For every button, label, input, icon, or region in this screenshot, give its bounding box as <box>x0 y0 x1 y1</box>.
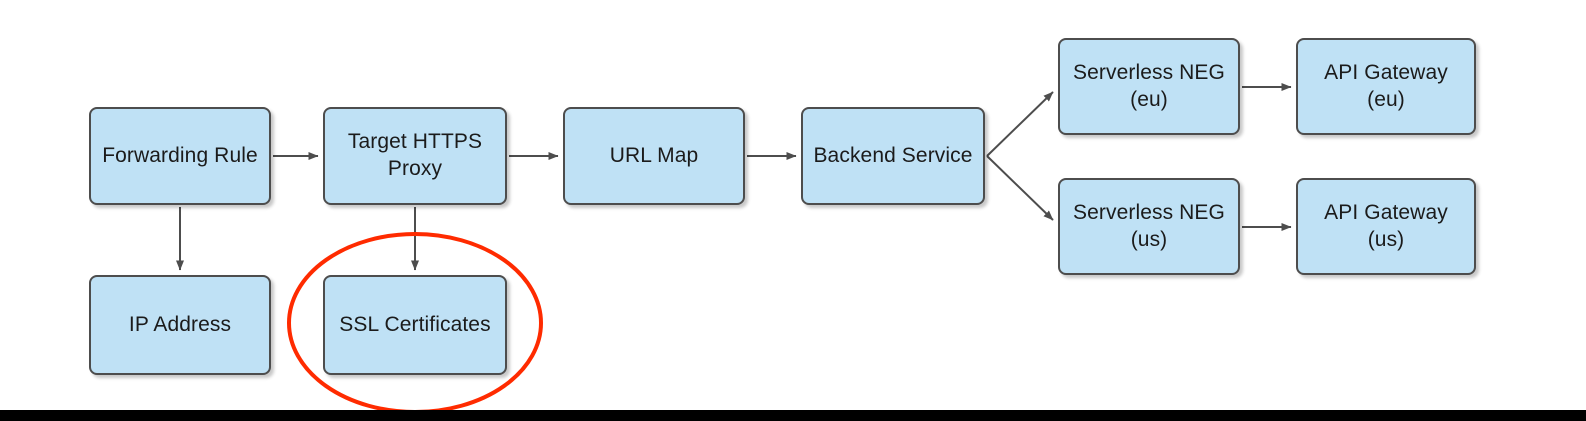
edge-backend-to-neg-us <box>986 155 1054 221</box>
node-label: SSL Certificates <box>339 312 491 336</box>
node-ip-address[interactable]: IP Address <box>89 275 271 375</box>
node-forwarding-rule[interactable]: Forwarding Rule <box>89 107 271 205</box>
node-label: API Gateway (eu) <box>1324 60 1448 111</box>
node-label: Serverless NEG (us) <box>1073 200 1225 251</box>
node-label: API Gateway (us) <box>1324 200 1448 251</box>
node-backend-service[interactable]: Backend Service <box>801 107 985 205</box>
node-serverless-neg-us[interactable]: Serverless NEG (us) <box>1058 178 1240 275</box>
node-label: URL Map <box>609 143 699 167</box>
node-api-gateway-eu[interactable]: API Gateway (eu) <box>1296 38 1476 135</box>
node-label: Serverless NEG (eu) <box>1073 60 1225 111</box>
node-url-map[interactable]: URL Map <box>563 107 745 205</box>
bottom-black-bar <box>0 410 1586 421</box>
node-label: Forwarding Rule <box>102 143 258 167</box>
node-serverless-neg-eu[interactable]: Serverless NEG (eu) <box>1058 38 1240 135</box>
node-label: Target HTTPS Proxy <box>347 130 483 180</box>
node-label: Backend Service <box>813 143 973 167</box>
node-target-https-proxy[interactable]: Target HTTPS Proxy <box>323 107 507 205</box>
node-api-gateway-us[interactable]: API Gateway (us) <box>1296 178 1476 275</box>
edge-backend-to-neg-eu <box>986 91 1054 157</box>
node-label: IP Address <box>128 312 232 336</box>
node-ssl-certificates[interactable]: SSL Certificates <box>323 275 507 375</box>
